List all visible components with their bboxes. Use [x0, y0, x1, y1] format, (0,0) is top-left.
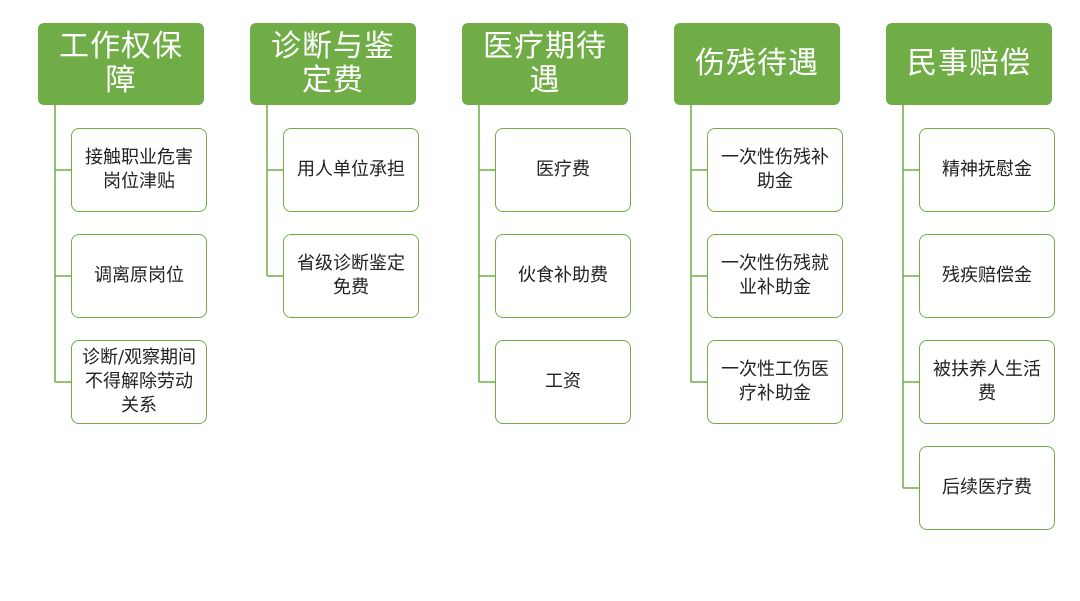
item-disability-compensation: 残疾赔偿金: [919, 234, 1055, 318]
header-diagnosis-fees: 诊断与鉴定费: [250, 23, 416, 105]
item-dependent-living-expenses: 被扶养人生活费: [919, 340, 1055, 424]
item-hazard-post-allowance: 接触职业危害岗位津贴: [71, 128, 207, 212]
item-provincial-free: 省级诊断鉴定免费: [283, 234, 419, 318]
item-meal-subsidy: 伙食补助费: [495, 234, 631, 318]
item-disability-lump-sum: 一次性伤残补助金: [707, 128, 843, 212]
header-disability-benefits: 伤残待遇: [674, 23, 840, 105]
item-wages: 工资: [495, 340, 631, 424]
item-transfer-from-post: 调离原岗位: [71, 234, 207, 318]
header-civil-compensation: 民事赔偿: [886, 23, 1052, 105]
item-medical-expenses: 医疗费: [495, 128, 631, 212]
item-employer-bears: 用人单位承担: [283, 128, 419, 212]
item-injury-medical-subsidy: 一次性工伤医疗补助金: [707, 340, 843, 424]
header-medical-period: 医疗期待遇: [462, 23, 628, 105]
item-mental-solatium: 精神抚慰金: [919, 128, 1055, 212]
header-work-rights: 工作权保障: [38, 23, 204, 105]
item-follow-up-medical: 后续医疗费: [919, 446, 1055, 530]
item-no-contract-termination: 诊断/观察期间不得解除劳动关系: [71, 340, 207, 424]
item-disability-employment-subsidy: 一次性伤残就业补助金: [707, 234, 843, 318]
